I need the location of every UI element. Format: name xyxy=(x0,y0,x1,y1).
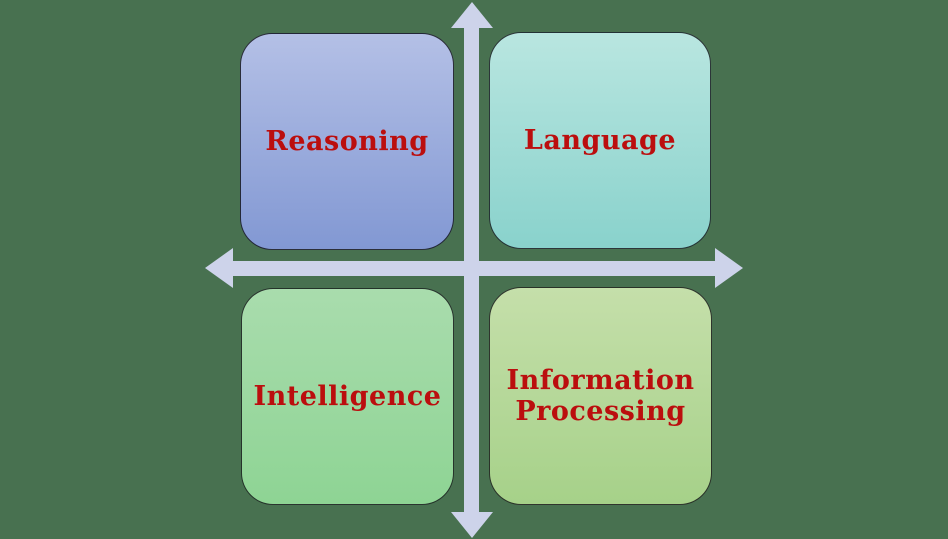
arrowhead-left-icon xyxy=(205,248,233,288)
quadrant-reasoning-label: Reasoning xyxy=(265,125,429,157)
quadrant-language-label: Language xyxy=(523,124,677,156)
arrowhead-up-icon xyxy=(451,2,493,28)
quadrant-intelligence: Intelligence xyxy=(241,288,454,505)
quadrant-intelligence-label: Intelligence xyxy=(253,380,442,412)
quadrant-information-processing-label: Information Processing xyxy=(506,364,695,427)
horizontal-axis-line xyxy=(228,261,720,276)
arrowhead-right-icon xyxy=(715,248,743,288)
arrowhead-down-icon xyxy=(451,512,493,538)
quadrant-language: Language xyxy=(489,32,711,249)
quadrant-information-processing: Information Processing xyxy=(489,287,712,505)
quadrant-reasoning: Reasoning xyxy=(240,33,454,250)
